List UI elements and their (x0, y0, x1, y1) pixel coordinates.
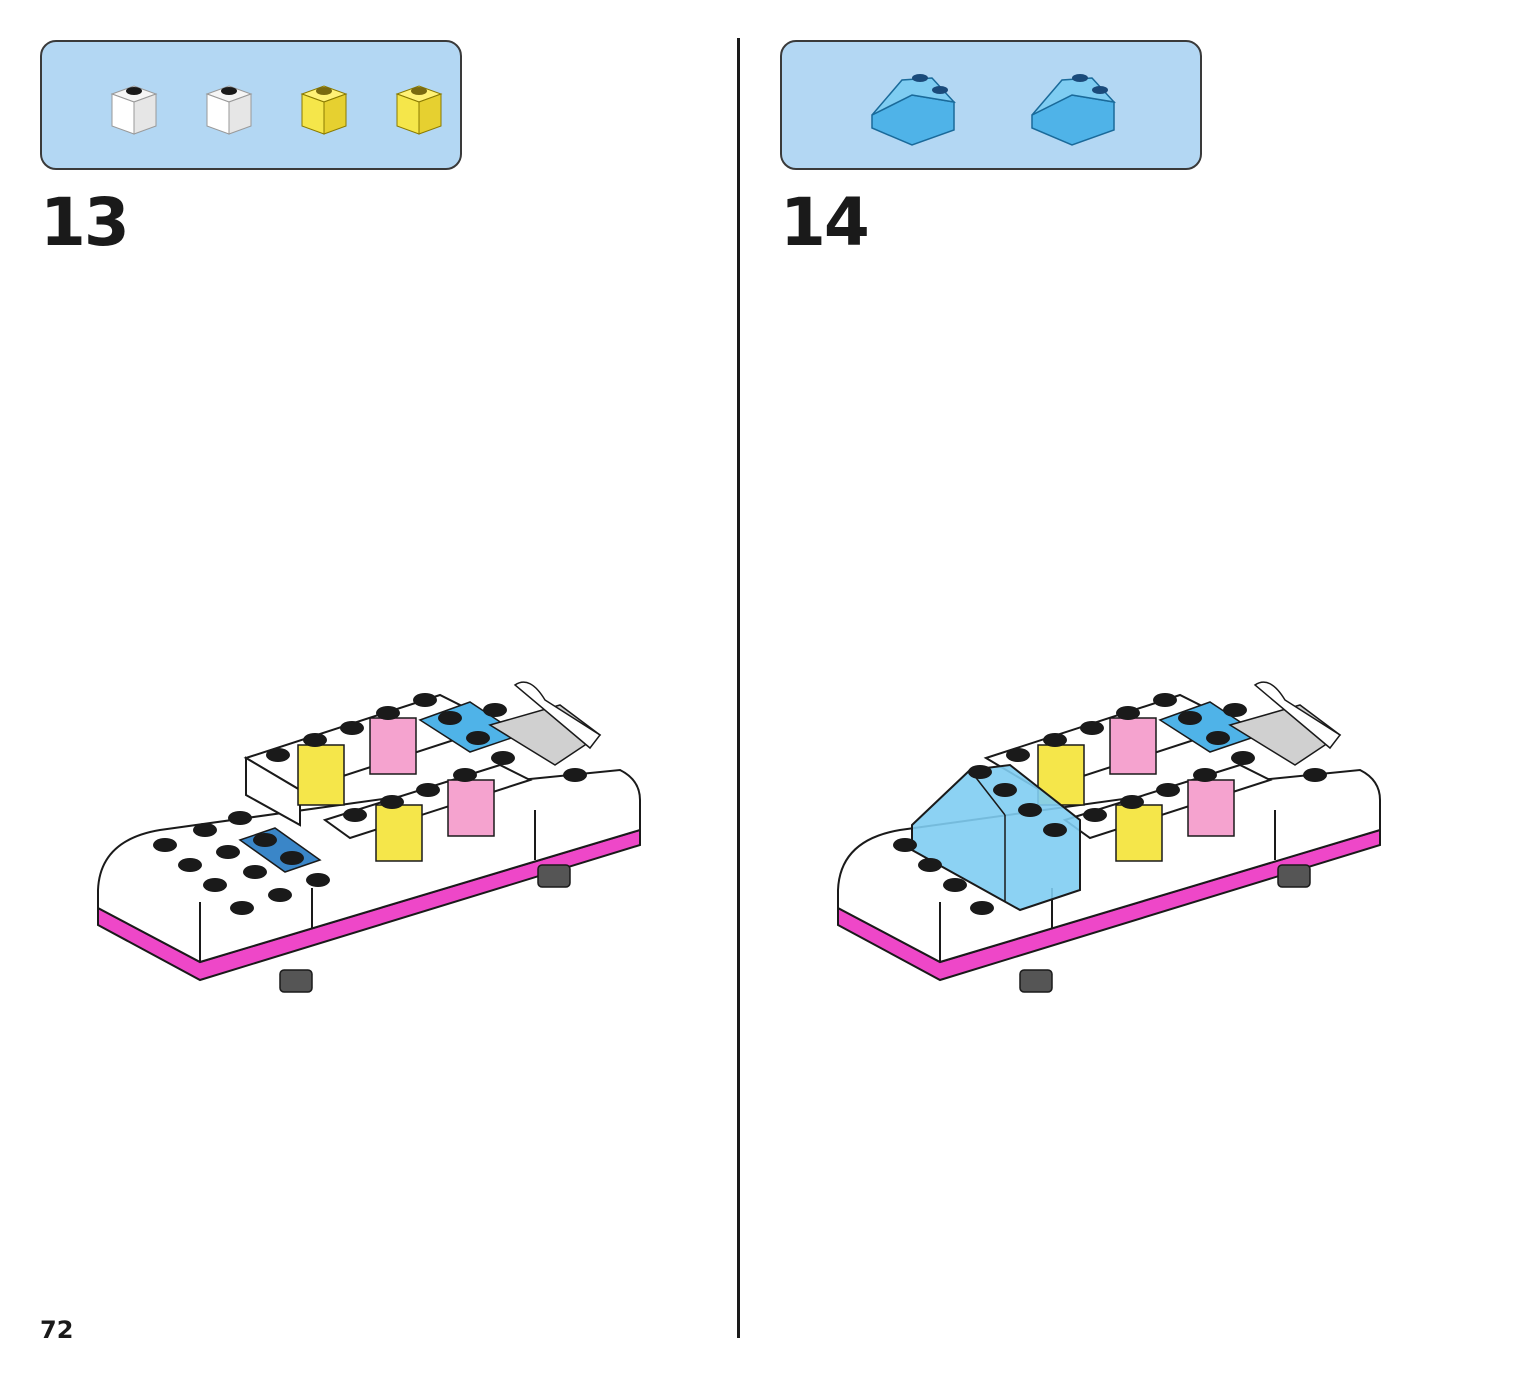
parts-callout (780, 40, 1202, 170)
trans-yellow-1x1-brick-icon (395, 85, 443, 135)
car-model-illustration (837, 681, 1381, 993)
step-13: 13 (0, 0, 740, 1378)
parts-callout (40, 40, 462, 170)
car-model-illustration (97, 681, 641, 993)
white-1x1-brick-icon (205, 85, 253, 135)
trans-blue-slope-brick-icon (871, 74, 957, 146)
step-number: 14 (780, 184, 870, 261)
page-divider (737, 38, 740, 1338)
page-number: 72 (40, 1316, 74, 1344)
step-number: 13 (40, 184, 130, 261)
trans-blue-slope-brick-icon (1031, 74, 1117, 146)
white-1x1-brick-icon (110, 85, 158, 135)
step-14: 14 (740, 0, 1480, 1378)
trans-yellow-1x1-brick-icon (300, 85, 348, 135)
